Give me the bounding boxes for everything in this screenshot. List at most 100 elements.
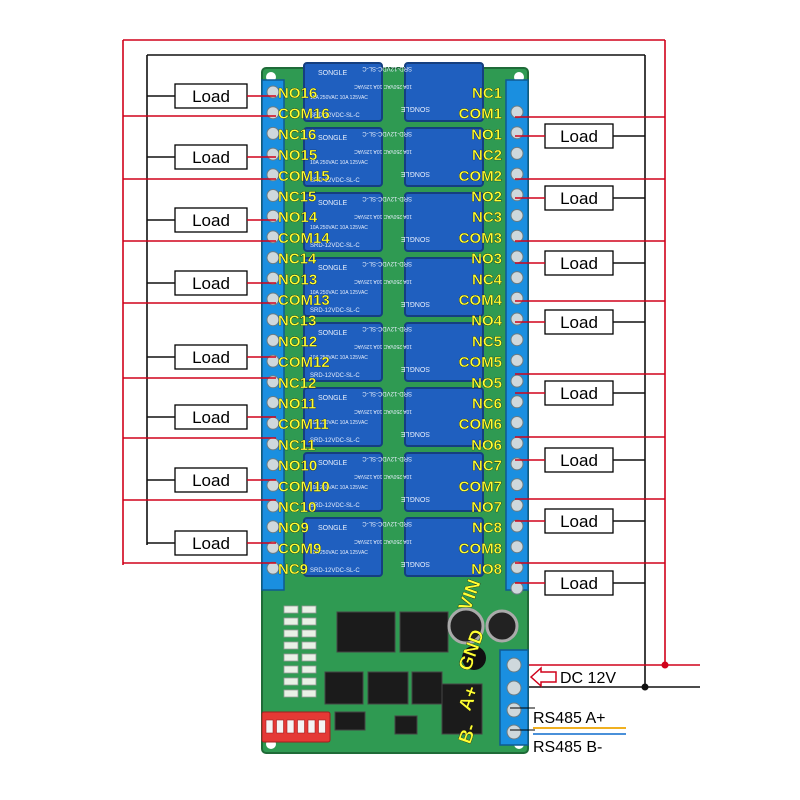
left-terminal-label: NC11 bbox=[278, 437, 316, 454]
left-terminal-label: COM14 bbox=[278, 230, 330, 247]
load-box-right: Load bbox=[515, 240, 665, 276]
load-box-right: Load bbox=[515, 116, 665, 149]
right-screw-terminal bbox=[510, 250, 524, 264]
dip-switch-key[interactable] bbox=[297, 719, 305, 734]
right-terminal-label: NC3 bbox=[472, 209, 502, 226]
rs485-a-label: RS485 A+ bbox=[533, 710, 606, 727]
right-terminal-label: COM5 bbox=[459, 354, 502, 371]
right-screw-terminal bbox=[510, 291, 524, 305]
right-terminal-label: NO7 bbox=[471, 499, 502, 516]
load-box-left: Load bbox=[123, 530, 276, 564]
status-led bbox=[283, 641, 299, 650]
right-screw-terminal bbox=[510, 374, 524, 388]
dip-switch-key[interactable] bbox=[276, 719, 284, 734]
relay-rating-text: 10A 250VAC 10A 125VAC bbox=[354, 538, 412, 544]
wiring-frame bbox=[122, 39, 700, 691]
left-terminal-label: NC10 bbox=[278, 499, 316, 516]
dip-switch-key[interactable] bbox=[307, 719, 316, 734]
power-screw-terminal bbox=[506, 657, 522, 673]
relay-model-text: SRD-12VDC-SL-C bbox=[310, 568, 360, 574]
right-screw-terminal bbox=[510, 560, 524, 574]
dip-switch-key[interactable] bbox=[286, 719, 295, 734]
relay-brand-text: SONGLE bbox=[400, 365, 430, 372]
right-terminal-label: NC8 bbox=[472, 520, 502, 537]
right-screw-terminal bbox=[510, 416, 524, 429]
relay-brand-text: SONGLE bbox=[318, 395, 348, 402]
capacitor bbox=[447, 607, 485, 645]
relay-model-text: SRD-12VDC-SL-C bbox=[310, 438, 360, 444]
left-screw-terminal bbox=[266, 251, 280, 265]
dip-switch[interactable] bbox=[261, 711, 331, 743]
left-terminal-label: NO10 bbox=[278, 458, 317, 475]
relay-right: SONGLE SRD-12VDC-SL-C 10A 250VAC 10A 125VA… bbox=[354, 517, 484, 577]
dc-power-annotation: DC 12V bbox=[529, 666, 616, 688]
left-terminal-label: NC12 bbox=[278, 375, 316, 392]
status-led bbox=[283, 629, 299, 638]
left-terminal-label: NO12 bbox=[278, 333, 317, 350]
relay-model-text: SRD-12VDC-SL-C bbox=[362, 65, 412, 71]
relay-brand-text: SONGLE bbox=[318, 460, 348, 467]
relay-brand-text: SONGLE bbox=[400, 495, 430, 502]
relay-rating-text: 10A 250VAC 10A 125VAC bbox=[354, 278, 412, 284]
right-terminal-label: NO6 bbox=[471, 437, 502, 454]
load-box-left: Load bbox=[123, 144, 276, 180]
power-screw-terminal bbox=[506, 724, 522, 740]
status-led bbox=[283, 617, 299, 626]
dc-12v-label: DC 12V bbox=[560, 670, 616, 687]
load-box-right: Load bbox=[515, 373, 665, 406]
left-screw-terminal bbox=[266, 561, 280, 575]
arrow-left-icon bbox=[529, 666, 557, 688]
relay-model-text: SRD-12VDC-SL-C bbox=[310, 243, 360, 249]
load-box-right: Load bbox=[515, 300, 665, 335]
load-label: Load bbox=[560, 254, 598, 273]
relay-model-text: SRD-12VDC-SL-C bbox=[362, 260, 412, 266]
status-led bbox=[301, 629, 317, 638]
relay-model-text: SRD-12VDC-SL-C bbox=[362, 520, 412, 526]
relay-rating-text: 10A 250VAC 10A 125VAC bbox=[354, 408, 412, 414]
left-terminal-label: NO13 bbox=[278, 271, 317, 288]
right-terminal-label: NO2 bbox=[471, 189, 502, 206]
load-box-right: Load bbox=[515, 436, 665, 473]
left-terminal-label: COM11 bbox=[278, 416, 329, 433]
right-screw-terminal bbox=[510, 478, 524, 492]
right-terminal-label: COM8 bbox=[459, 540, 502, 557]
load-label: Load bbox=[560, 313, 598, 332]
relay-rating-text: 10A 250VAC 10A 125VAC bbox=[354, 213, 412, 219]
left-screw-terminal bbox=[266, 458, 280, 472]
ic-chip bbox=[336, 611, 396, 653]
relay-brand-text: SONGLE bbox=[318, 200, 348, 207]
left-terminal-label: COM13 bbox=[278, 292, 330, 309]
relay-rating-text: 10A 250VAC 10A 125VAC bbox=[354, 83, 412, 89]
left-screw-terminal bbox=[266, 85, 280, 99]
inductor bbox=[462, 646, 486, 670]
right-screw-terminal bbox=[510, 540, 524, 554]
load-box-left: Load bbox=[123, 404, 276, 439]
power-screw-terminal bbox=[506, 702, 522, 718]
power-screw-terminal bbox=[506, 680, 522, 696]
power-terminal-label: VIN bbox=[455, 577, 486, 614]
rs485-b-label: RS485 B- bbox=[533, 739, 602, 756]
load-label: Load bbox=[192, 408, 230, 427]
load-box-left: Load bbox=[123, 467, 276, 501]
relay-brand-text: SONGLE bbox=[400, 560, 430, 567]
right-screw-terminal bbox=[510, 167, 524, 181]
right-screw-terminal bbox=[510, 271, 524, 285]
relay-brand-text: SONGLE bbox=[318, 70, 348, 77]
left-terminal-label: NO16 bbox=[278, 85, 317, 102]
status-led bbox=[301, 689, 317, 698]
left-terminal-label: NC13 bbox=[278, 313, 316, 330]
relay-rating-text: 10A 250VAC 10A 125VAC bbox=[354, 148, 412, 154]
dip-switch-key[interactable] bbox=[265, 719, 274, 734]
load-label: Load bbox=[560, 451, 598, 470]
right-screw-terminal bbox=[510, 395, 524, 409]
load-label: Load bbox=[192, 348, 230, 367]
status-led bbox=[283, 677, 299, 686]
right-terminal-label: COM2 bbox=[459, 168, 502, 185]
dip-switch-key[interactable] bbox=[318, 719, 326, 734]
relay-model-text: SRD-12VDC-SL-C bbox=[310, 308, 360, 314]
